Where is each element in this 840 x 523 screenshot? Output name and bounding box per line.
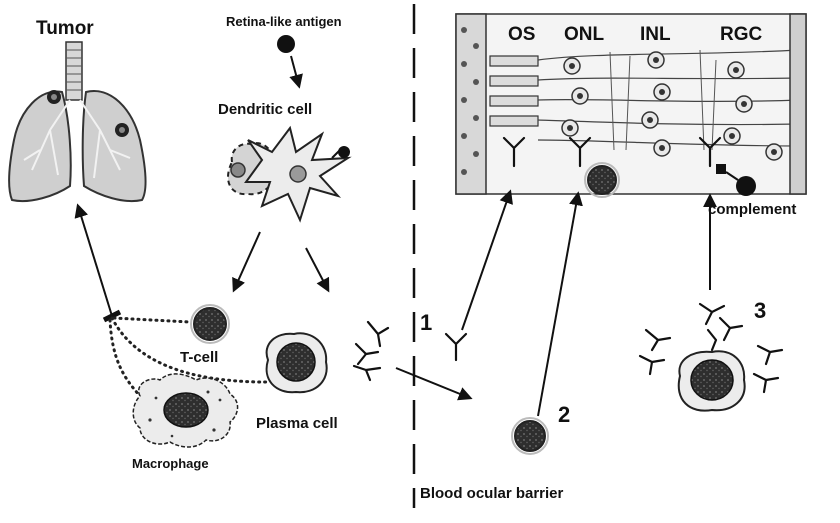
t-cell-label: T-cell: [180, 349, 218, 366]
macrophage-label: Macrophage: [132, 456, 209, 471]
antibody-crossing-icon: [444, 332, 468, 362]
complement-icon: [736, 176, 756, 196]
dendritic-cell-label: Dendritic cell: [218, 101, 312, 118]
plasma-cell-label: Plasma cell: [256, 415, 338, 432]
layer-label-onl: ONL: [564, 24, 605, 45]
plasma-cell-illustration: [265, 332, 328, 394]
complement-square-icon: [716, 164, 726, 174]
lungs-illustration: [8, 41, 147, 202]
bound-antibody-icon: [698, 136, 722, 168]
antibody-cluster-icon: [638, 302, 784, 394]
macrophage-illustration: [132, 373, 239, 448]
layer-label-os: OS: [508, 24, 535, 45]
t-cell-icon: [193, 307, 227, 341]
pathway-number-1: 1: [420, 310, 432, 335]
barrier-label: Blood ocular barrier: [420, 485, 564, 502]
antibody-cluster-icon: [352, 320, 390, 382]
antigen-label: Retina-like antigen: [226, 14, 342, 29]
pathway-number-2: 2: [558, 402, 570, 427]
tumor-label: Tumor: [36, 18, 94, 39]
bound-antibody-icon: [502, 136, 526, 168]
antigen-icon: [277, 35, 295, 53]
crossing-t-cell-icon: [514, 420, 546, 452]
bound-antibody-icon: [568, 136, 592, 168]
layer-label-inl: INL: [640, 24, 671, 45]
dendritic-cell-illustration: [227, 125, 352, 223]
infiltrating-t-cell-icon: [587, 165, 617, 195]
plasma-cell-retinal-illustration: [677, 350, 746, 412]
layer-label-rgc: RGC: [720, 24, 763, 45]
pathway-number-3: 3: [754, 298, 766, 323]
complement-label: complement: [708, 201, 796, 218]
